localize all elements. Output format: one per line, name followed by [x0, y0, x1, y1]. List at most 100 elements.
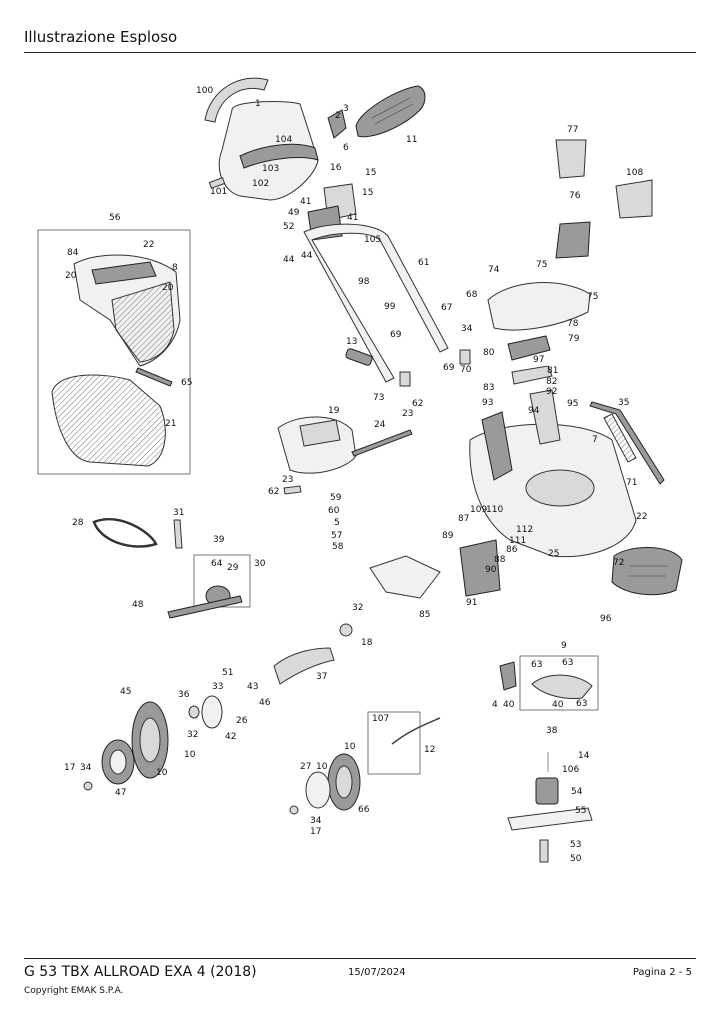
part-number-label: 28 — [72, 518, 84, 528]
part-number-label: 85 — [419, 610, 430, 620]
part-number-label: 21 — [165, 419, 176, 429]
part-number-label: 102 — [252, 179, 269, 189]
part-number-label: 91 — [466, 598, 477, 608]
part-number-label: 98 — [358, 277, 370, 287]
part-number-label: 69 — [390, 330, 402, 340]
part-number-label: 83 — [483, 383, 494, 393]
part-number-label: 84 — [67, 248, 79, 258]
part-number-label: 23 — [282, 475, 293, 485]
part-number-label: 40 — [503, 700, 515, 710]
part-number-label: 75 — [536, 260, 547, 270]
part-number-label: 63 — [562, 658, 573, 668]
part-number-label: 90 — [485, 565, 497, 575]
upper-handle-part — [204, 77, 319, 201]
part-number-label: 94 — [528, 406, 540, 416]
part-number-label: 56 — [109, 213, 121, 223]
part-number-label: 101 — [210, 187, 227, 197]
part-number-label: 72 — [613, 558, 624, 568]
part-number-label: 6 — [343, 143, 349, 153]
blade-clamp-frame — [519, 655, 599, 711]
part-number-label: 34 — [461, 324, 473, 334]
part-number-label: 15 — [365, 168, 376, 178]
part-number-label: 74 — [488, 265, 500, 275]
part-number-label: 53 — [570, 840, 581, 850]
part-number-label: 16 — [330, 163, 342, 173]
part-number-label: 17 — [310, 827, 321, 837]
part-number-label: 17 — [64, 763, 75, 773]
handle-clamp-part — [345, 348, 471, 387]
flap-rod-part — [351, 429, 413, 457]
part-number-label: 34 — [310, 816, 322, 826]
part-number-label: 58 — [332, 542, 344, 552]
part-number-label: 75 — [587, 292, 598, 302]
part-number-label: 92 — [546, 387, 557, 397]
part-number-label: 61 — [418, 258, 429, 268]
header-rule — [24, 52, 696, 53]
part-number-label: 59 — [330, 493, 342, 503]
part-number-label: 34 — [80, 763, 92, 773]
mower-deck-part — [469, 389, 637, 558]
part-number-label: 20 — [162, 283, 174, 293]
blade-part — [507, 807, 593, 831]
front-bumper-part — [611, 546, 683, 596]
part-number-label: 96 — [600, 614, 612, 624]
grass-bag-top-part — [73, 254, 181, 367]
part-number-label: 40 — [552, 700, 564, 710]
part-number-label: 79 — [568, 334, 580, 344]
drive-cable-part — [273, 647, 335, 685]
lower-handle-part — [303, 223, 449, 383]
part-number-label: 44 — [283, 255, 295, 265]
part-number-label: 66 — [358, 805, 370, 815]
part-number-label: 88 — [494, 555, 506, 565]
part-number-label: 109 — [470, 505, 487, 515]
part-number-label: 110 — [486, 505, 503, 515]
blade-adapter-part — [535, 752, 559, 805]
bushing-part — [339, 623, 353, 637]
part-number-label: 2 — [335, 111, 341, 121]
part-number-label: 22 — [636, 512, 647, 522]
part-number-label: 51 — [222, 668, 233, 678]
throttle-lever-part — [327, 109, 347, 139]
part-number-label: 37 — [316, 672, 327, 682]
rear-wheel-part — [101, 701, 169, 785]
part-number-label: 41 — [347, 213, 358, 223]
part-number-label: 30 — [254, 559, 266, 569]
part-number-label: 50 — [570, 854, 582, 864]
footer-model: G 53 TBX ALLROAD EXA 4 (2018) — [24, 964, 257, 980]
part-number-label: 11 — [406, 135, 417, 145]
grass-bag-frame — [37, 229, 191, 475]
part-number-label: 48 — [132, 600, 144, 610]
rear-flap-part — [277, 416, 357, 474]
part-number-label: 31 — [173, 508, 184, 518]
part-number-label: 47 — [115, 788, 126, 798]
part-number-label: 19 — [328, 406, 340, 416]
part-number-label: 57 — [331, 531, 342, 541]
part-number-label: 103 — [262, 164, 279, 174]
part-number-label: 13 — [346, 337, 357, 347]
spring-part — [173, 519, 183, 549]
part-number-label: 8 — [172, 263, 178, 273]
part-number-label: 97 — [533, 355, 544, 365]
part-number-label: 107 — [372, 714, 389, 724]
part-number-label: 10 — [344, 742, 356, 752]
part-number-label: 99 — [384, 302, 396, 312]
part-number-label: 27 — [300, 762, 311, 772]
part-number-label: 76 — [569, 191, 581, 201]
part-number-label: 32 — [187, 730, 198, 740]
part-number-label: 45 — [120, 687, 131, 697]
part-number-label: 9 — [561, 641, 567, 651]
part-number-label: 41 — [300, 197, 311, 207]
part-number-label: 60 — [328, 506, 340, 516]
part-number-label: 23 — [402, 409, 413, 419]
part-number-label: 63 — [531, 660, 542, 670]
part-number-label: 15 — [362, 188, 373, 198]
part-number-label: 3 — [343, 104, 349, 114]
part-number-label: 38 — [546, 726, 558, 736]
footer-date: 15/07/2024 — [348, 967, 406, 978]
part-number-label: 82 — [546, 377, 557, 387]
side-bar-part — [589, 401, 665, 485]
part-number-label: 111 — [509, 536, 526, 546]
engine-cover-part — [487, 282, 591, 385]
part-number-label: 67 — [441, 303, 452, 313]
part-number-label: 86 — [506, 545, 518, 555]
